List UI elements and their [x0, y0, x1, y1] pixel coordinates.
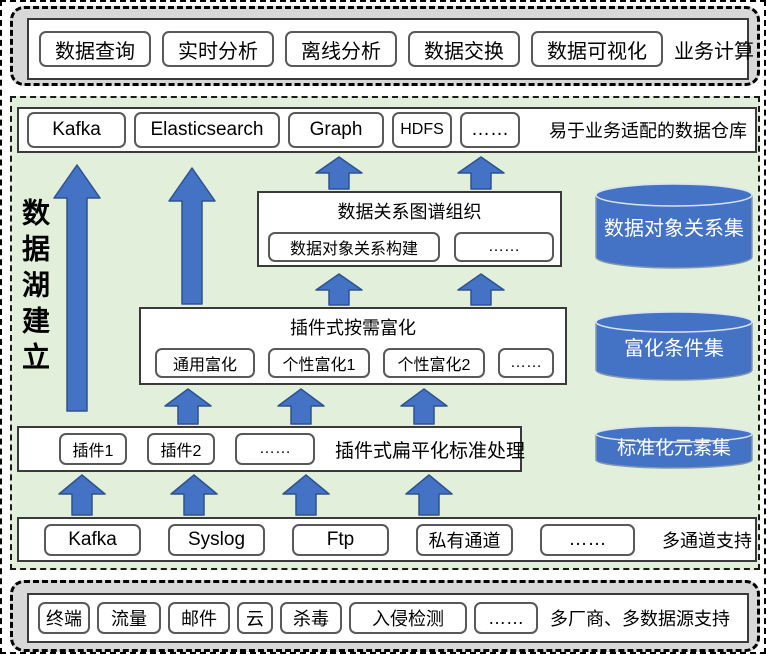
enrichment-item-custom2: 个性富化2 [383, 348, 485, 378]
channel-item-more: …… [540, 523, 635, 556]
source-item-cloud: 云 [237, 602, 273, 634]
up-arrow [282, 474, 330, 516]
warehouse-item-more: …… [460, 112, 520, 148]
up-arrow [457, 156, 505, 190]
channel-item-private: 私有通道 [416, 523, 513, 556]
warehouse-item-hdfs: HDFS [392, 112, 452, 148]
up-arrow [315, 273, 363, 306]
store-cylinder-label: 数据对象关系集 [604, 217, 744, 240]
channel-item-ftp: Ftp [292, 523, 389, 556]
up-arrow [58, 474, 106, 516]
up-arrow-long-left [53, 164, 101, 412]
up-arrow-long-second [168, 167, 216, 305]
business-item-offline-analysis: 离线分析 [285, 31, 397, 67]
business-item-data-visualization: 数据可视化 [531, 31, 663, 67]
business-item-realtime-analysis: 实时分析 [162, 31, 274, 67]
store-cylinder-object-relations: 数据对象关系集 [595, 183, 753, 269]
warehouse-item-graph: Graph [288, 112, 384, 148]
plugin-item-1: 插件1 [59, 433, 127, 465]
up-arrow [315, 156, 363, 190]
up-arrow [164, 388, 212, 425]
warehouse-item-elasticsearch: Elasticsearch [134, 112, 280, 148]
up-arrow [277, 388, 325, 425]
business-layer-label: 业务计算 [674, 40, 754, 63]
graph-org-item-build: 数据对象关系构建 [268, 232, 440, 262]
source-item-ids: 入侵检测 [349, 602, 467, 634]
plugin-item-2: 插件2 [147, 433, 215, 465]
source-item-antivirus: 杀毒 [280, 602, 342, 634]
source-layer-panel: 终端 流量 邮件 云 杀毒 入侵检测 …… 多厂商、多数据源支持 [10, 580, 760, 652]
up-arrow [170, 474, 218, 516]
plugin-bar-label: 插件式扁平化标准处理 [335, 440, 526, 462]
business-layer-row: 数据查询 实时分析 离线分析 数据交换 数据可视化 业务计算 [27, 18, 754, 80]
business-item-data-exchange: 数据交换 [408, 31, 520, 67]
channel-bar-label: 多通道支持 [662, 530, 752, 551]
store-cylinder-label: 富化条件集 [624, 337, 724, 360]
source-layer-row: 终端 流量 邮件 云 杀毒 入侵检测 …… 多厂商、多数据源支持 [27, 593, 749, 643]
channel-bar: Kafka Syslog Ftp 私有通道 …… 多通道支持 [17, 517, 757, 562]
enrichment-item-more: …… [498, 348, 554, 378]
source-item-terminal: 终端 [38, 602, 90, 634]
enrichment-item-generic: 通用富化 [155, 348, 255, 378]
source-layer-label: 多厂商、多数据源支持 [550, 609, 730, 629]
business-layer-panel: 数据查询 实时分析 离线分析 数据交换 数据可视化 业务计算 [10, 6, 760, 86]
business-item-data-query: 数据查询 [39, 31, 151, 67]
up-arrow [405, 474, 453, 516]
source-item-mail: 邮件 [168, 602, 230, 634]
enrichment-title: 插件式按需富化 [290, 318, 416, 338]
plugin-item-more: …… [235, 433, 315, 465]
data-lake-side-label: 数据湖建立 [19, 198, 50, 378]
up-arrow [457, 273, 505, 306]
warehouse-item-kafka: Kafka [27, 112, 126, 148]
plugin-bar: 插件1 插件2 …… 插件式扁平化标准处理 [17, 426, 526, 472]
channel-item-kafka: Kafka [44, 523, 141, 556]
graph-org-panel: 数据关系图谱组织 数据对象关系构建 …… [257, 191, 562, 267]
source-item-more: …… [474, 602, 538, 634]
store-cylinder-label: 标准化元素集 [617, 437, 731, 459]
enrichment-item-custom1: 个性富化1 [268, 348, 370, 378]
source-item-traffic: 流量 [97, 602, 161, 634]
graph-org-item-more: …… [454, 232, 554, 262]
up-arrow [400, 388, 448, 425]
warehouse-label: 易于业务适配的数据仓库 [549, 121, 747, 141]
store-cylinder-enrich-conditions: 富化条件集 [595, 311, 753, 381]
store-cylinder-standard-elements: 标准化元素集 [595, 425, 753, 469]
graph-org-title: 数据关系图谱组织 [337, 202, 482, 222]
warehouse-bar: Kafka Elasticsearch Graph HDFS …… 易于业务适配… [17, 107, 757, 153]
enrichment-panel: 插件式按需富化 通用富化 个性富化1 个性富化2 …… [139, 307, 567, 385]
channel-item-syslog: Syslog [168, 523, 265, 556]
data-lake-panel: 数据湖建立 Kafka Elasticsearch Graph HDFS …… … [10, 96, 760, 570]
